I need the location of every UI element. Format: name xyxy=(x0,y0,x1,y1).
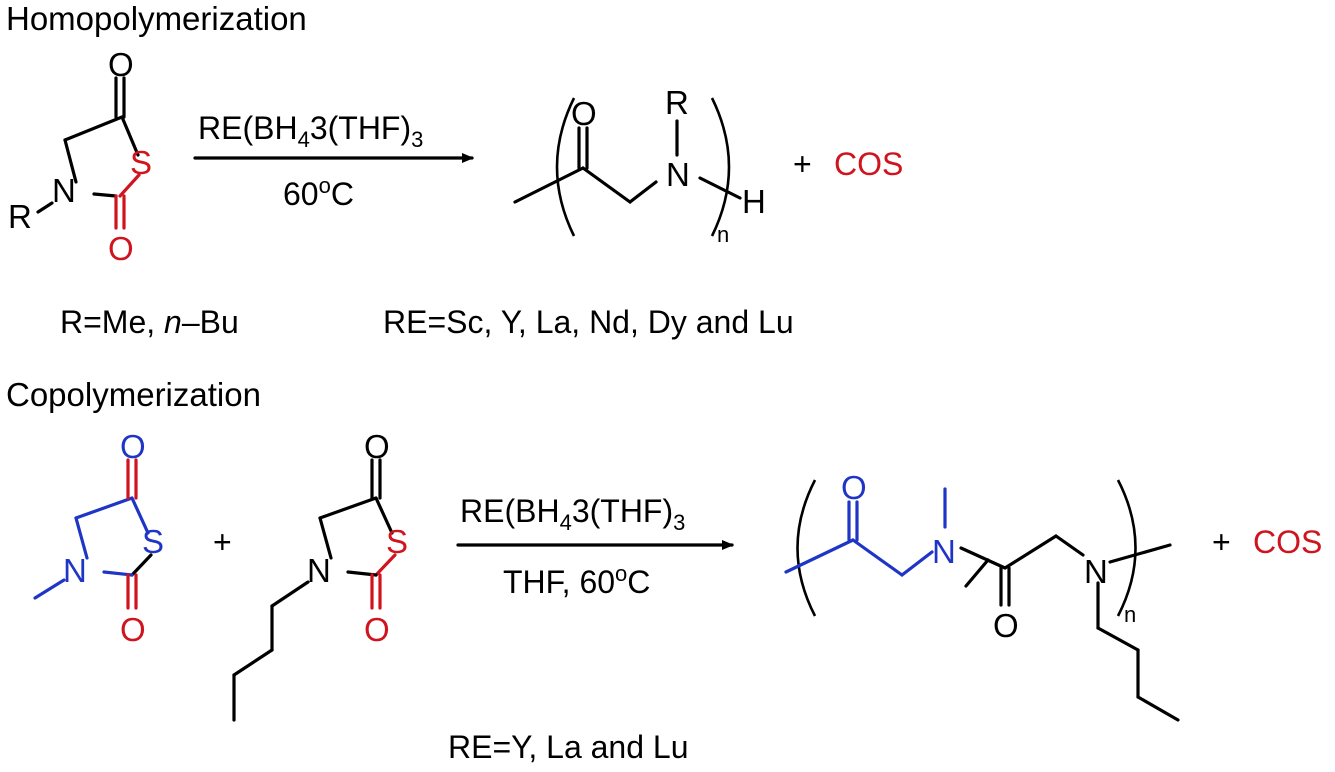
co-product-copolymer: O N O N n xyxy=(784,469,1180,722)
homo-monomer-n: N xyxy=(52,172,76,209)
co-product-n-subscript: n xyxy=(1124,602,1136,627)
co-byproduct-cos: COS xyxy=(1253,524,1322,560)
co-product-n-blue: N xyxy=(932,533,956,570)
homo-product-n: N xyxy=(666,156,690,193)
homo-product-n-subscript: n xyxy=(717,222,729,247)
co-plus-monomers: + xyxy=(213,524,232,560)
homo-byproduct-cos: COS xyxy=(834,146,903,182)
co-monomer-butyl-s: S xyxy=(386,523,408,560)
homo-product-h: H xyxy=(742,183,766,220)
co-monomer-methyl-o-top: O xyxy=(120,428,146,465)
co-monomer-butyl-o-top: O xyxy=(364,428,390,465)
homo-temperature: 60oC xyxy=(283,173,354,212)
co-reaction-arrow: RE(BH43(THF)3 THF, 60oC xyxy=(456,493,734,600)
homo-r-definition: R=Me, n–Bu xyxy=(60,304,239,340)
homo-monomer-s: S xyxy=(130,144,152,181)
homo-monomer-o-top: O xyxy=(108,46,134,83)
homo-monomer-r: R xyxy=(8,198,32,235)
homo-reaction-arrow: RE(BH43(THF)3 60oC xyxy=(193,110,474,212)
co-re-definition: RE=Y, La and Lu xyxy=(448,729,689,765)
co-monomer-butyl-n: N xyxy=(307,552,331,589)
homo-product-o: O xyxy=(571,95,597,132)
co-monomer-butyl-o-bottom: O xyxy=(364,611,390,648)
co-conditions: THF, 60oC xyxy=(503,561,650,600)
homo-product-r: R xyxy=(665,84,689,121)
co-monomer-butyl: O S O N xyxy=(232,428,408,722)
homo-product-polymer: O R N H n xyxy=(513,84,766,247)
co-plus-byproduct: + xyxy=(1212,524,1231,560)
homo-plus: + xyxy=(793,146,812,182)
co-product-o-blue: O xyxy=(841,469,867,506)
co-monomer-methyl: O S O N xyxy=(33,428,164,648)
co-monomer-methyl-o-bottom: O xyxy=(120,611,146,648)
co-reagent: RE(BH43(THF)3 xyxy=(460,493,685,535)
homo-re-definition: RE=Sc, Y, La, Nd, Dy and Lu xyxy=(383,304,794,340)
homo-heading: Homopolymerization xyxy=(6,0,307,37)
homo-monomer: O S O N R xyxy=(8,46,152,267)
co-monomer-methyl-n: N xyxy=(63,552,87,589)
homo-monomer-o-bottom: O xyxy=(108,230,134,267)
co-monomer-methyl-s: S xyxy=(142,523,164,560)
co-heading: Copolymerization xyxy=(6,376,261,413)
co-product-o-black: O xyxy=(993,607,1019,644)
homo-reagent: RE(BH43(THF)3 xyxy=(198,110,423,152)
co-product-n-black: N xyxy=(1084,553,1108,590)
